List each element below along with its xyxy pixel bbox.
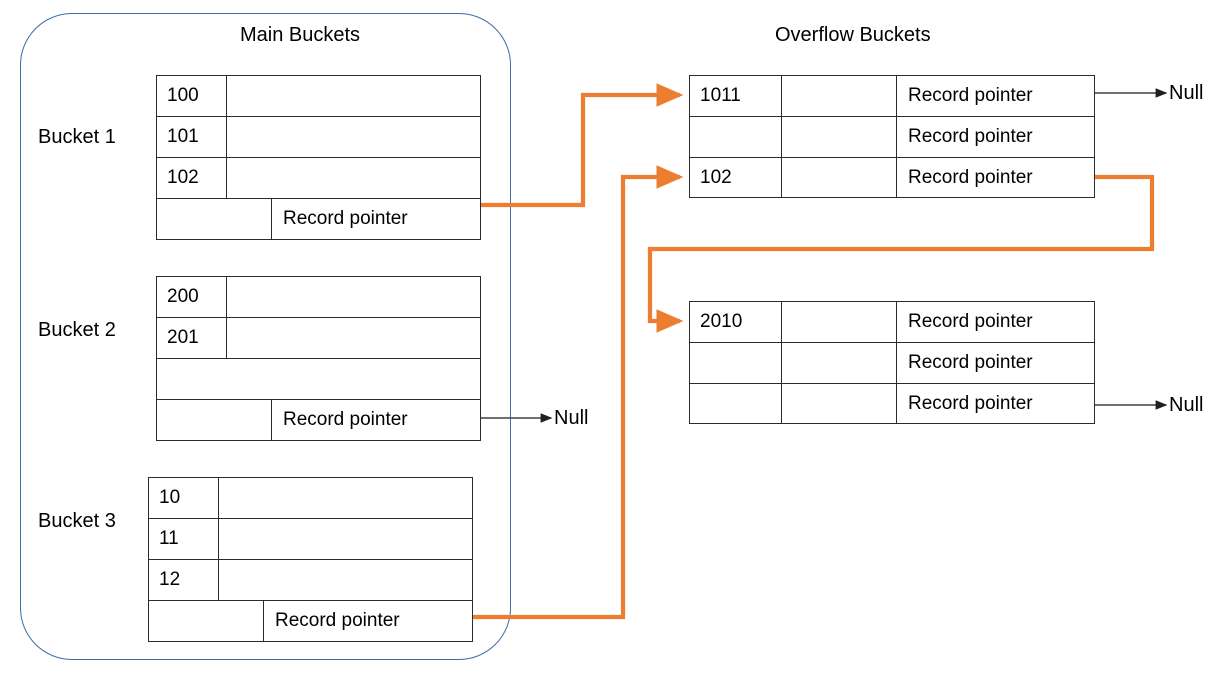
table-row: 201 <box>157 318 480 359</box>
bucket-1-key-2: 102 <box>157 158 227 198</box>
overflow-2-pointer-2: Record pointer <box>908 392 1033 414</box>
bucket-3-table: 10 11 12 Record pointer <box>148 477 473 642</box>
bucket-3-pointer-1 <box>219 519 472 559</box>
table-row: Record pointer <box>157 400 480 440</box>
bucket-1-record-pointer: Record pointer <box>283 208 408 229</box>
table-row: Record pointer <box>690 343 1094 384</box>
null-label-overflow2: Null <box>1169 394 1204 416</box>
table-row: 12 <box>149 560 472 601</box>
overflow-1-key-2: 102 <box>690 158 782 197</box>
overflow-1-mid-2 <box>782 158 897 197</box>
overflow-1-pointer-1: Record pointer <box>908 126 1033 147</box>
table-row: Record pointer <box>157 199 480 239</box>
bucket-2-label: Bucket 2 <box>38 319 116 341</box>
table-row: 10 <box>149 478 472 519</box>
bucket-2-key-3 <box>157 400 272 440</box>
bucket-2-pointer-0 <box>227 277 480 317</box>
table-row: Record pointer <box>149 601 472 641</box>
bucket-3-key-3 <box>149 601 264 641</box>
table-row: Record pointer <box>690 117 1094 158</box>
overflow-buckets-title: Overflow Buckets <box>775 24 931 46</box>
bucket-2-pointer-2 <box>227 359 480 399</box>
table-row: 102 <box>157 158 480 199</box>
bucket-3-label: Bucket 3 <box>38 510 116 532</box>
overflow-2-pointer-0: Record pointer <box>908 311 1033 332</box>
bucket-3-key-0: 10 <box>149 478 219 518</box>
overflow-2-mid-0 <box>782 302 897 342</box>
overflow-2-mid-2 <box>782 384 897 423</box>
overflow-2-key-1 <box>690 343 782 383</box>
overflow-2-key-0: 2010 <box>690 302 782 342</box>
table-row: 200 <box>157 277 480 318</box>
bucket-3-pointer-2 <box>219 560 472 600</box>
null-label-bucket2: Null <box>554 407 589 429</box>
bucket-2-pointer-1 <box>227 318 480 358</box>
overflow-bucket-1-row-102: 102 Record pointer <box>690 158 1094 197</box>
bucket-1-pointer-0 <box>227 76 480 116</box>
bucket-1-key-3 <box>157 199 272 239</box>
overflow-2-pointer-1: Record pointer <box>908 352 1033 373</box>
overflow-bucket-1-table: 1011 Record pointer Record pointer 102 R… <box>689 75 1095 198</box>
bucket-2-table: 200 201 Record pointer <box>156 276 481 441</box>
main-buckets-title: Main Buckets <box>240 24 361 46</box>
overflow-1-pointer-0: Record pointer <box>908 85 1033 106</box>
bucket-1-pointer-1 <box>227 117 480 157</box>
bucket-1-table: 100 101 102 Record pointer <box>156 75 481 240</box>
overflow-1-pointer-2: Record pointer <box>908 166 1033 188</box>
bucket-1-key-0: 100 <box>157 76 227 116</box>
overflow-1-mid-0 <box>782 76 897 116</box>
bucket-1-label: Bucket 1 <box>38 126 116 148</box>
bucket-3-pointer-0 <box>219 478 472 518</box>
bucket-1-key-1: 101 <box>157 117 227 157</box>
bucket-3-record-pointer: Record pointer <box>275 610 400 631</box>
link-overflow1-row102-to-overflow2 <box>647 174 1155 333</box>
overflow-bucket-2-row-2010: 2010 Record pointer <box>690 302 1094 343</box>
bucket-2-key-1: 201 <box>157 318 227 358</box>
overflow-2-mid-1 <box>782 343 897 383</box>
bucket-2-key-2 <box>157 359 227 399</box>
table-row: 11 <box>149 519 472 560</box>
overflow-bucket-1-row-1011: 1011 Record pointer <box>690 76 1094 117</box>
overflow-2-key-2 <box>690 384 782 423</box>
overflow-1-key-1 <box>690 117 782 157</box>
table-row <box>157 359 480 400</box>
table-row: Record pointer <box>690 384 1094 423</box>
overflow-1-key-0: 1011 <box>690 76 782 116</box>
table-row: 100 <box>157 76 480 117</box>
null-label-overflow1: Null <box>1169 82 1204 104</box>
bucket-1-pointer-2 <box>227 158 480 198</box>
overflow-1-mid-1 <box>782 117 897 157</box>
bucket-3-key-1: 11 <box>149 519 219 559</box>
bucket-2-record-pointer: Record pointer <box>283 409 408 430</box>
bucket-3-key-2: 12 <box>149 560 219 600</box>
bucket-2-key-0: 200 <box>157 277 227 317</box>
overflow-bucket-2-table: 2010 Record pointer Record pointer Recor… <box>689 301 1095 424</box>
table-row: 101 <box>157 117 480 158</box>
